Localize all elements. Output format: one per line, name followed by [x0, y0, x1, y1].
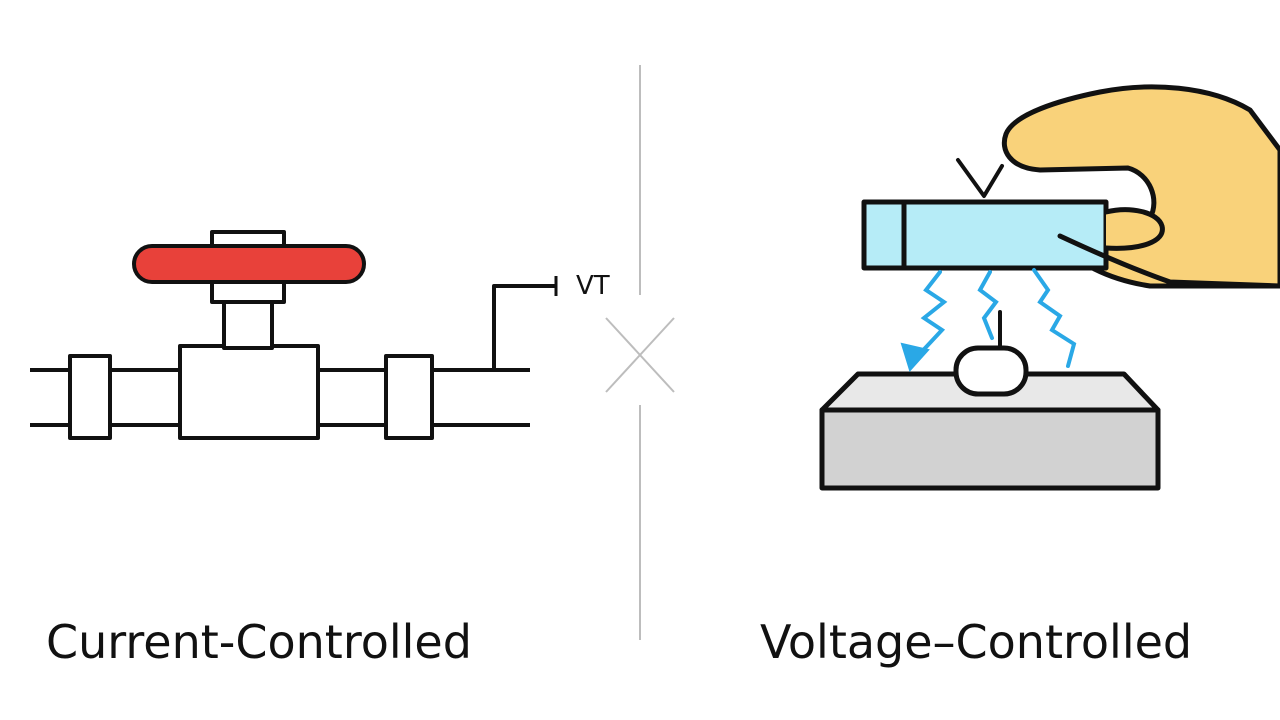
lightning-arrow-left — [900, 342, 930, 372]
terminal-label: VT — [576, 271, 610, 301]
probe-bar — [861, 199, 1109, 271]
block-pill — [953, 345, 1029, 397]
caption-current-controlled: Current-Controlled — [46, 615, 472, 669]
probe-v-mark — [956, 158, 1004, 198]
center-divider — [605, 65, 675, 640]
valve-icon — [30, 230, 558, 440]
pipe-flange-left — [68, 354, 112, 440]
valve-body — [178, 344, 320, 440]
lightning-bolt-middle — [977, 270, 999, 340]
block-front-face — [819, 407, 1161, 491]
lightning-bolt-right — [1032, 268, 1077, 368]
valve-handle — [132, 244, 366, 284]
lightning-bolt-left — [912, 270, 948, 362]
terminal-wire — [492, 284, 556, 370]
hand-thumb — [1103, 207, 1165, 251]
hand-finger — [1057, 233, 1280, 289]
lightning-bolts — [900, 268, 1077, 372]
pipe-flange-right — [384, 354, 434, 440]
valve-stem — [222, 298, 274, 350]
hand-probe-icon — [819, 84, 1280, 491]
caption-voltage-controlled: Voltage–Controlled — [760, 615, 1193, 669]
